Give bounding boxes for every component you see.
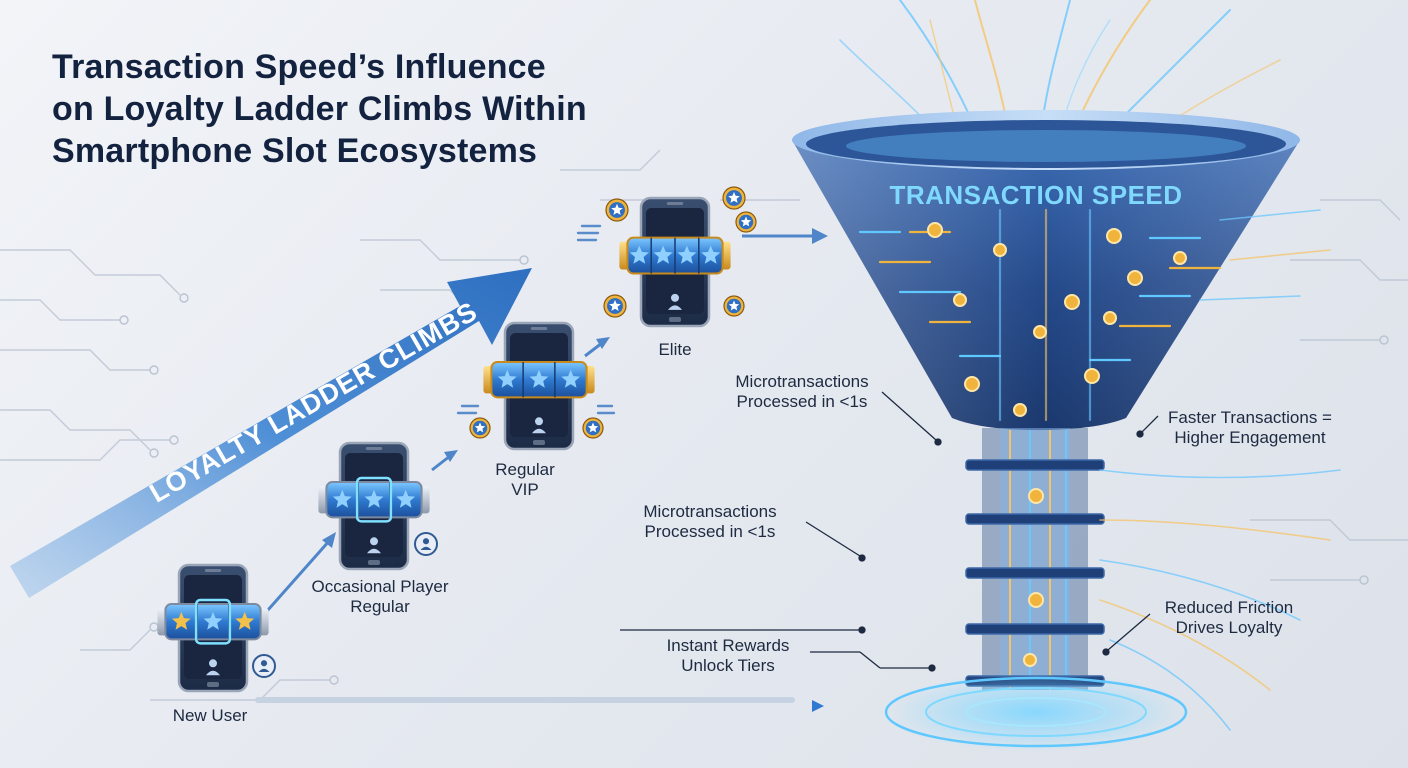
star-icon <box>629 245 649 264</box>
phone-occasional-player <box>318 441 438 571</box>
callout-faster-transactions: Faster Transactions = Higher Engagement <box>1152 408 1348 448</box>
screen-user-icon <box>668 293 682 310</box>
funnel-coin-nodes <box>927 222 1187 417</box>
phone-speaker <box>666 202 684 205</box>
phone-speaker <box>530 327 548 330</box>
reel-highlight <box>194 598 232 645</box>
reel-highlight <box>355 476 393 523</box>
loyalty-ladder-arrow-label: LOYALTY LADDER CLIMBS <box>144 296 482 508</box>
screen-user-icon <box>367 537 381 554</box>
star-icon <box>677 245 697 264</box>
star-icon <box>332 489 352 508</box>
tier-label-occasional: Occasional Player Regular <box>290 577 470 617</box>
callout-reduced-friction: Reduced Friction Drives Loyalty <box>1146 598 1312 638</box>
star-icon <box>561 369 581 388</box>
callout-line: Instant Rewards <box>666 636 790 655</box>
phone-tier-group <box>157 186 757 693</box>
tier-label-line: Elite <box>658 340 692 359</box>
callout-line: Reduced Friction <box>1164 598 1294 617</box>
callout-line: Faster Transactions = <box>1168 408 1332 427</box>
star-badge-icon <box>605 198 629 222</box>
star-icon <box>653 245 673 264</box>
star-icon <box>474 422 486 433</box>
slot-reel <box>619 236 731 275</box>
tier-label-line: Occasional Player <box>311 577 449 596</box>
callout-microtransactions-lower: Microtransactions Processed in <1s <box>624 502 796 542</box>
star-icon <box>203 611 223 630</box>
callout-line: Microtransactions <box>735 372 869 391</box>
bottom-flow-line <box>255 697 824 712</box>
callout-line: Drives Loyalty <box>1175 618 1283 637</box>
user-avatar-icon <box>414 532 438 556</box>
callout-line: Unlock Tiers <box>681 656 775 675</box>
tier-label-line: New User <box>172 706 248 725</box>
loyalty-ladder-arrow: LOYALTY LADDER CLIMBS <box>10 268 532 598</box>
star-badge-icon <box>735 211 757 233</box>
phone-home-button <box>368 560 380 565</box>
phone-speaker <box>365 447 383 450</box>
star-badge-icon <box>723 295 745 317</box>
phone-home-button <box>533 440 545 445</box>
callout-instant-rewards: Instant Rewards Unlock Tiers <box>648 636 808 676</box>
star-badge-icon <box>722 186 746 210</box>
phone-regular-vip <box>469 321 604 451</box>
star-icon <box>611 203 623 215</box>
slot-reel <box>157 598 269 645</box>
tier-label-elite: Elite <box>630 340 720 360</box>
phone-home-button <box>207 682 219 687</box>
star-icon <box>396 489 416 508</box>
star-icon <box>587 422 599 433</box>
star-icon <box>701 245 721 264</box>
page-title: Transaction Speed’s Influence on Loyalty… <box>52 46 692 172</box>
slot-reel <box>318 476 430 523</box>
star-icon <box>364 489 384 508</box>
phone-new-user <box>157 563 276 693</box>
star-icon <box>497 369 517 388</box>
screen-user-icon <box>206 659 220 676</box>
star-icon <box>609 299 621 311</box>
callout-line: Microtransactions <box>643 502 777 521</box>
star-badge-icon <box>469 417 491 439</box>
callout-line: Processed in <1s <box>736 392 868 411</box>
title-line-1: Transaction Speed’s Influence <box>52 48 546 86</box>
star-icon <box>171 611 191 630</box>
phone-speaker <box>204 569 222 572</box>
callout-line: Higher Engagement <box>1174 428 1326 447</box>
star-icon <box>529 369 549 388</box>
slot-reel <box>483 361 595 399</box>
tier-label-new-user: New User <box>150 706 270 726</box>
tier-label-line: Regular <box>495 460 555 479</box>
callout-line: Processed in <1s <box>644 522 776 541</box>
star-icon <box>235 611 255 630</box>
title-line-2: on Loyalty Ladder Climbs Within <box>52 90 587 128</box>
phone-elite <box>603 186 757 328</box>
transaction-speed-funnel: TRANSACTION SPEED <box>792 0 1341 752</box>
star-icon <box>728 191 740 203</box>
tube-coins <box>1023 488 1044 667</box>
title-line-3: Smartphone Slot Ecosystems <box>52 132 538 170</box>
user-avatar-icon <box>252 654 276 678</box>
phone-home-button <box>669 317 681 322</box>
tier-label-vip: Regular VIP <box>480 460 570 500</box>
light-rays-right <box>1099 209 1341 731</box>
star-icon <box>740 216 752 227</box>
speed-dashes <box>456 224 616 415</box>
callout-leader-lines <box>620 391 1159 672</box>
callout-microtransactions-upper: Microtransactions Processed in <1s <box>716 372 888 412</box>
star-icon <box>728 300 740 311</box>
tier-label-line: VIP <box>511 480 539 499</box>
tube-light-lines <box>1009 430 1067 690</box>
star-badge-icon <box>582 417 604 439</box>
tier-label-line: Regular <box>350 597 410 616</box>
funnel-label: TRANSACTION SPEED <box>889 180 1182 210</box>
screen-user-icon <box>532 417 546 434</box>
star-badge-icon <box>603 294 627 318</box>
